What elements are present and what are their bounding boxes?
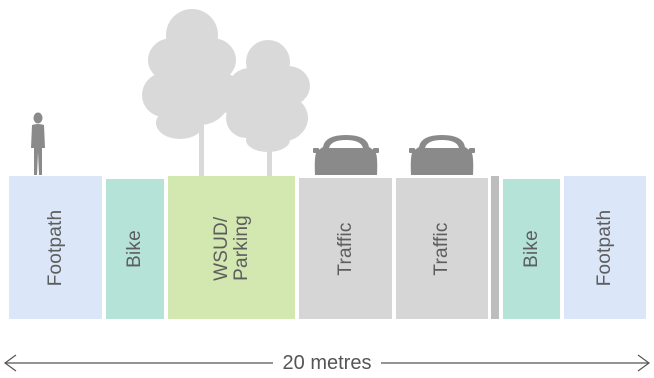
segment-label: Traffic bbox=[431, 221, 453, 276]
pedestrian-icon bbox=[31, 112, 45, 175]
dimension-label: 20 metres bbox=[272, 352, 382, 374]
segment-label: WSUD/ Parking bbox=[210, 214, 252, 281]
segment-traffic-1: Traffic bbox=[299, 178, 392, 319]
segment-bike-left: Bike bbox=[106, 179, 164, 319]
car-icon bbox=[313, 135, 379, 175]
segment-bike-right: Bike bbox=[503, 179, 560, 319]
car-icon bbox=[409, 135, 475, 175]
dimension-label-wrap: 20 metres bbox=[0, 352, 654, 375]
segment-footpath-right: Footpath bbox=[564, 176, 646, 319]
tree-icon bbox=[142, 9, 240, 177]
segment-label: Bike bbox=[124, 230, 146, 268]
segment-label: Traffic bbox=[334, 221, 356, 276]
segment-label: Bike bbox=[520, 230, 542, 268]
median-strip bbox=[491, 176, 499, 319]
segment-wsud-parking: WSUD/ Parking bbox=[168, 176, 295, 319]
segment-footpath-left: Footpath bbox=[9, 176, 102, 319]
segment-label: Footpath bbox=[594, 209, 616, 286]
tree-icon bbox=[226, 40, 310, 177]
segment-traffic-2: Traffic bbox=[396, 178, 488, 319]
segment-label: Footpath bbox=[44, 209, 66, 286]
